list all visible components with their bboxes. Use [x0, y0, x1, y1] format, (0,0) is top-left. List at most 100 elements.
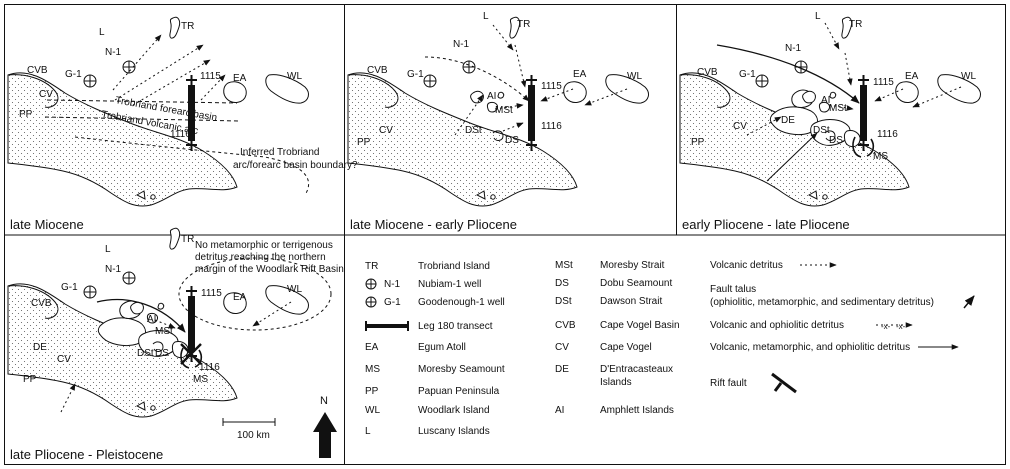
map-label: MS	[873, 151, 888, 162]
legend-code: DE	[555, 364, 569, 375]
map-label: EA	[905, 71, 919, 82]
legend-name: D'Entracasteaux	[600, 364, 673, 375]
map-label: DSt	[465, 125, 482, 136]
detritus-note: margin of the Woodlark Rift Basin	[195, 264, 344, 275]
panel-title: late Pliocene - Pleistocene	[10, 447, 163, 462]
map-label: L	[99, 27, 105, 38]
legend-name: Egum Atoll	[418, 342, 466, 353]
legend-name: Moresby Strait	[600, 260, 665, 271]
map-label: 1115	[873, 77, 894, 88]
north-arrow: N	[313, 395, 337, 458]
legend-code: TR	[365, 261, 378, 272]
map-label: MSt	[155, 326, 173, 337]
detritus-note: detritus reaching the northern	[195, 252, 326, 263]
legend-name: Cape Vogel	[600, 342, 652, 353]
legend-code: EA	[365, 342, 379, 353]
map-label: CVB	[367, 65, 388, 76]
svg-text:-x-: -x-	[896, 322, 906, 331]
legend-code: DSt	[555, 296, 572, 307]
map-label: 1116	[877, 129, 898, 140]
map-label: PP	[19, 109, 33, 120]
well-icon	[365, 296, 377, 308]
map-label: 1115	[201, 288, 222, 299]
map-label: G-1	[739, 69, 756, 80]
map-label: N-1	[453, 39, 470, 50]
map-label: AI	[487, 91, 496, 102]
panel-late-miocene: L N-1 TR G-1 CVB 1115 EA WL CV PP 1116 T…	[7, 16, 358, 232]
map-label: CV	[733, 121, 747, 132]
map-label: CVB	[31, 298, 52, 309]
legend-name: Cape Vogel Basin	[600, 320, 680, 331]
boundary-note: Inferred Trobriand	[240, 147, 320, 158]
legend-code: MSt	[555, 260, 573, 271]
panel-title: late Miocene	[10, 217, 84, 232]
map-label: DS	[155, 348, 169, 359]
map-label: G-1	[407, 69, 424, 80]
panel-late-miocene-early-pliocene: L N-1 TR G-1 CVB 1115 EA WL CV PP 1116 A…	[347, 11, 650, 232]
map-label: DSt	[813, 125, 830, 136]
map-label: EA	[233, 73, 247, 84]
legend-name: Volcanic detritus	[710, 260, 783, 271]
map-label: G-1	[65, 69, 82, 80]
map-label: WL	[627, 71, 642, 82]
map-label: MSt	[495, 105, 513, 116]
map-label: MSt	[829, 103, 847, 114]
legend-code: N-1	[384, 279, 401, 290]
map-label: CV	[57, 354, 71, 365]
rift-fault-icon	[771, 372, 797, 394]
map-label: DS	[829, 135, 843, 146]
north-label: N	[320, 395, 328, 407]
panel-title: early Pliocene - late Pliocene	[682, 217, 850, 232]
boundary-note: arc/forearc basin boundary?	[233, 160, 358, 171]
legend-name: Woodlark Island	[418, 405, 490, 416]
map-label: 1116	[199, 362, 220, 373]
map-label: L	[815, 11, 821, 22]
map-label: L	[483, 11, 489, 22]
legend-code: WL	[365, 405, 380, 416]
map-label: WL	[961, 71, 976, 82]
map-label: WL	[287, 284, 302, 295]
legend-name: (ophiolitic, metamorphic, and sedimentar…	[710, 297, 934, 308]
legend-name: Fault talus	[710, 284, 756, 295]
legend-name: Leg 180 transect	[418, 321, 493, 332]
legend-name: Papuan Peninsula	[418, 386, 500, 397]
legend-name: Goodenough-1 well	[418, 297, 505, 308]
map-label: TR	[181, 21, 194, 32]
legend-name: Rift fault	[710, 378, 747, 389]
legend-name: Nubiam-1 well	[418, 279, 481, 290]
panel-early-pliocene-late-pliocene: L N-1 TR G-1 CVB 1115 EA WL CV PP 1116 A…	[679, 11, 982, 232]
legend-name: Dawson Strait	[600, 296, 662, 307]
svg-text:-x-: -x-	[881, 322, 891, 331]
map-label: CVB	[27, 65, 48, 76]
map-label: L	[105, 244, 111, 255]
legend-name: Amphlett Islands	[600, 405, 674, 416]
legend-code: AI	[555, 405, 564, 416]
legend-code: MS	[365, 364, 380, 375]
legend-code: DS	[555, 278, 569, 289]
well-icon	[365, 278, 377, 290]
legend-name: Islands	[600, 377, 632, 388]
map-label: DE	[33, 342, 47, 353]
map-label: AI	[821, 95, 830, 106]
legend-name: Volcanic and ophiolitic detritus	[710, 320, 844, 331]
map-label: EA	[573, 69, 587, 80]
legend-code: PP	[365, 386, 379, 397]
map-label: CV	[39, 89, 53, 100]
map-label: N-1	[105, 47, 122, 58]
legend-code: CVB	[555, 320, 576, 331]
panel-late-pliocene-pleistocene: L N-1 TR G-1 CVB 1115 EA WL CV PP 1116 A…	[7, 227, 344, 462]
map-label: MS	[193, 374, 208, 385]
map-label: PP	[23, 374, 37, 385]
legend-name: Luscany Islands	[418, 426, 490, 437]
legend-name: Volcanic, metamorphic, and ophiolitic de…	[710, 342, 910, 353]
ophiolitic-detritus-icon: -x- -x-	[876, 322, 913, 331]
map-label: 1116	[170, 129, 191, 140]
legend-code: CV	[555, 342, 569, 353]
map-label: N-1	[785, 43, 802, 54]
map-label: CV	[379, 125, 393, 136]
scale-bar: 100 km	[222, 418, 276, 441]
legend-code: L	[365, 426, 371, 437]
map-label: WL	[287, 71, 302, 82]
map-label: TR	[849, 19, 862, 30]
